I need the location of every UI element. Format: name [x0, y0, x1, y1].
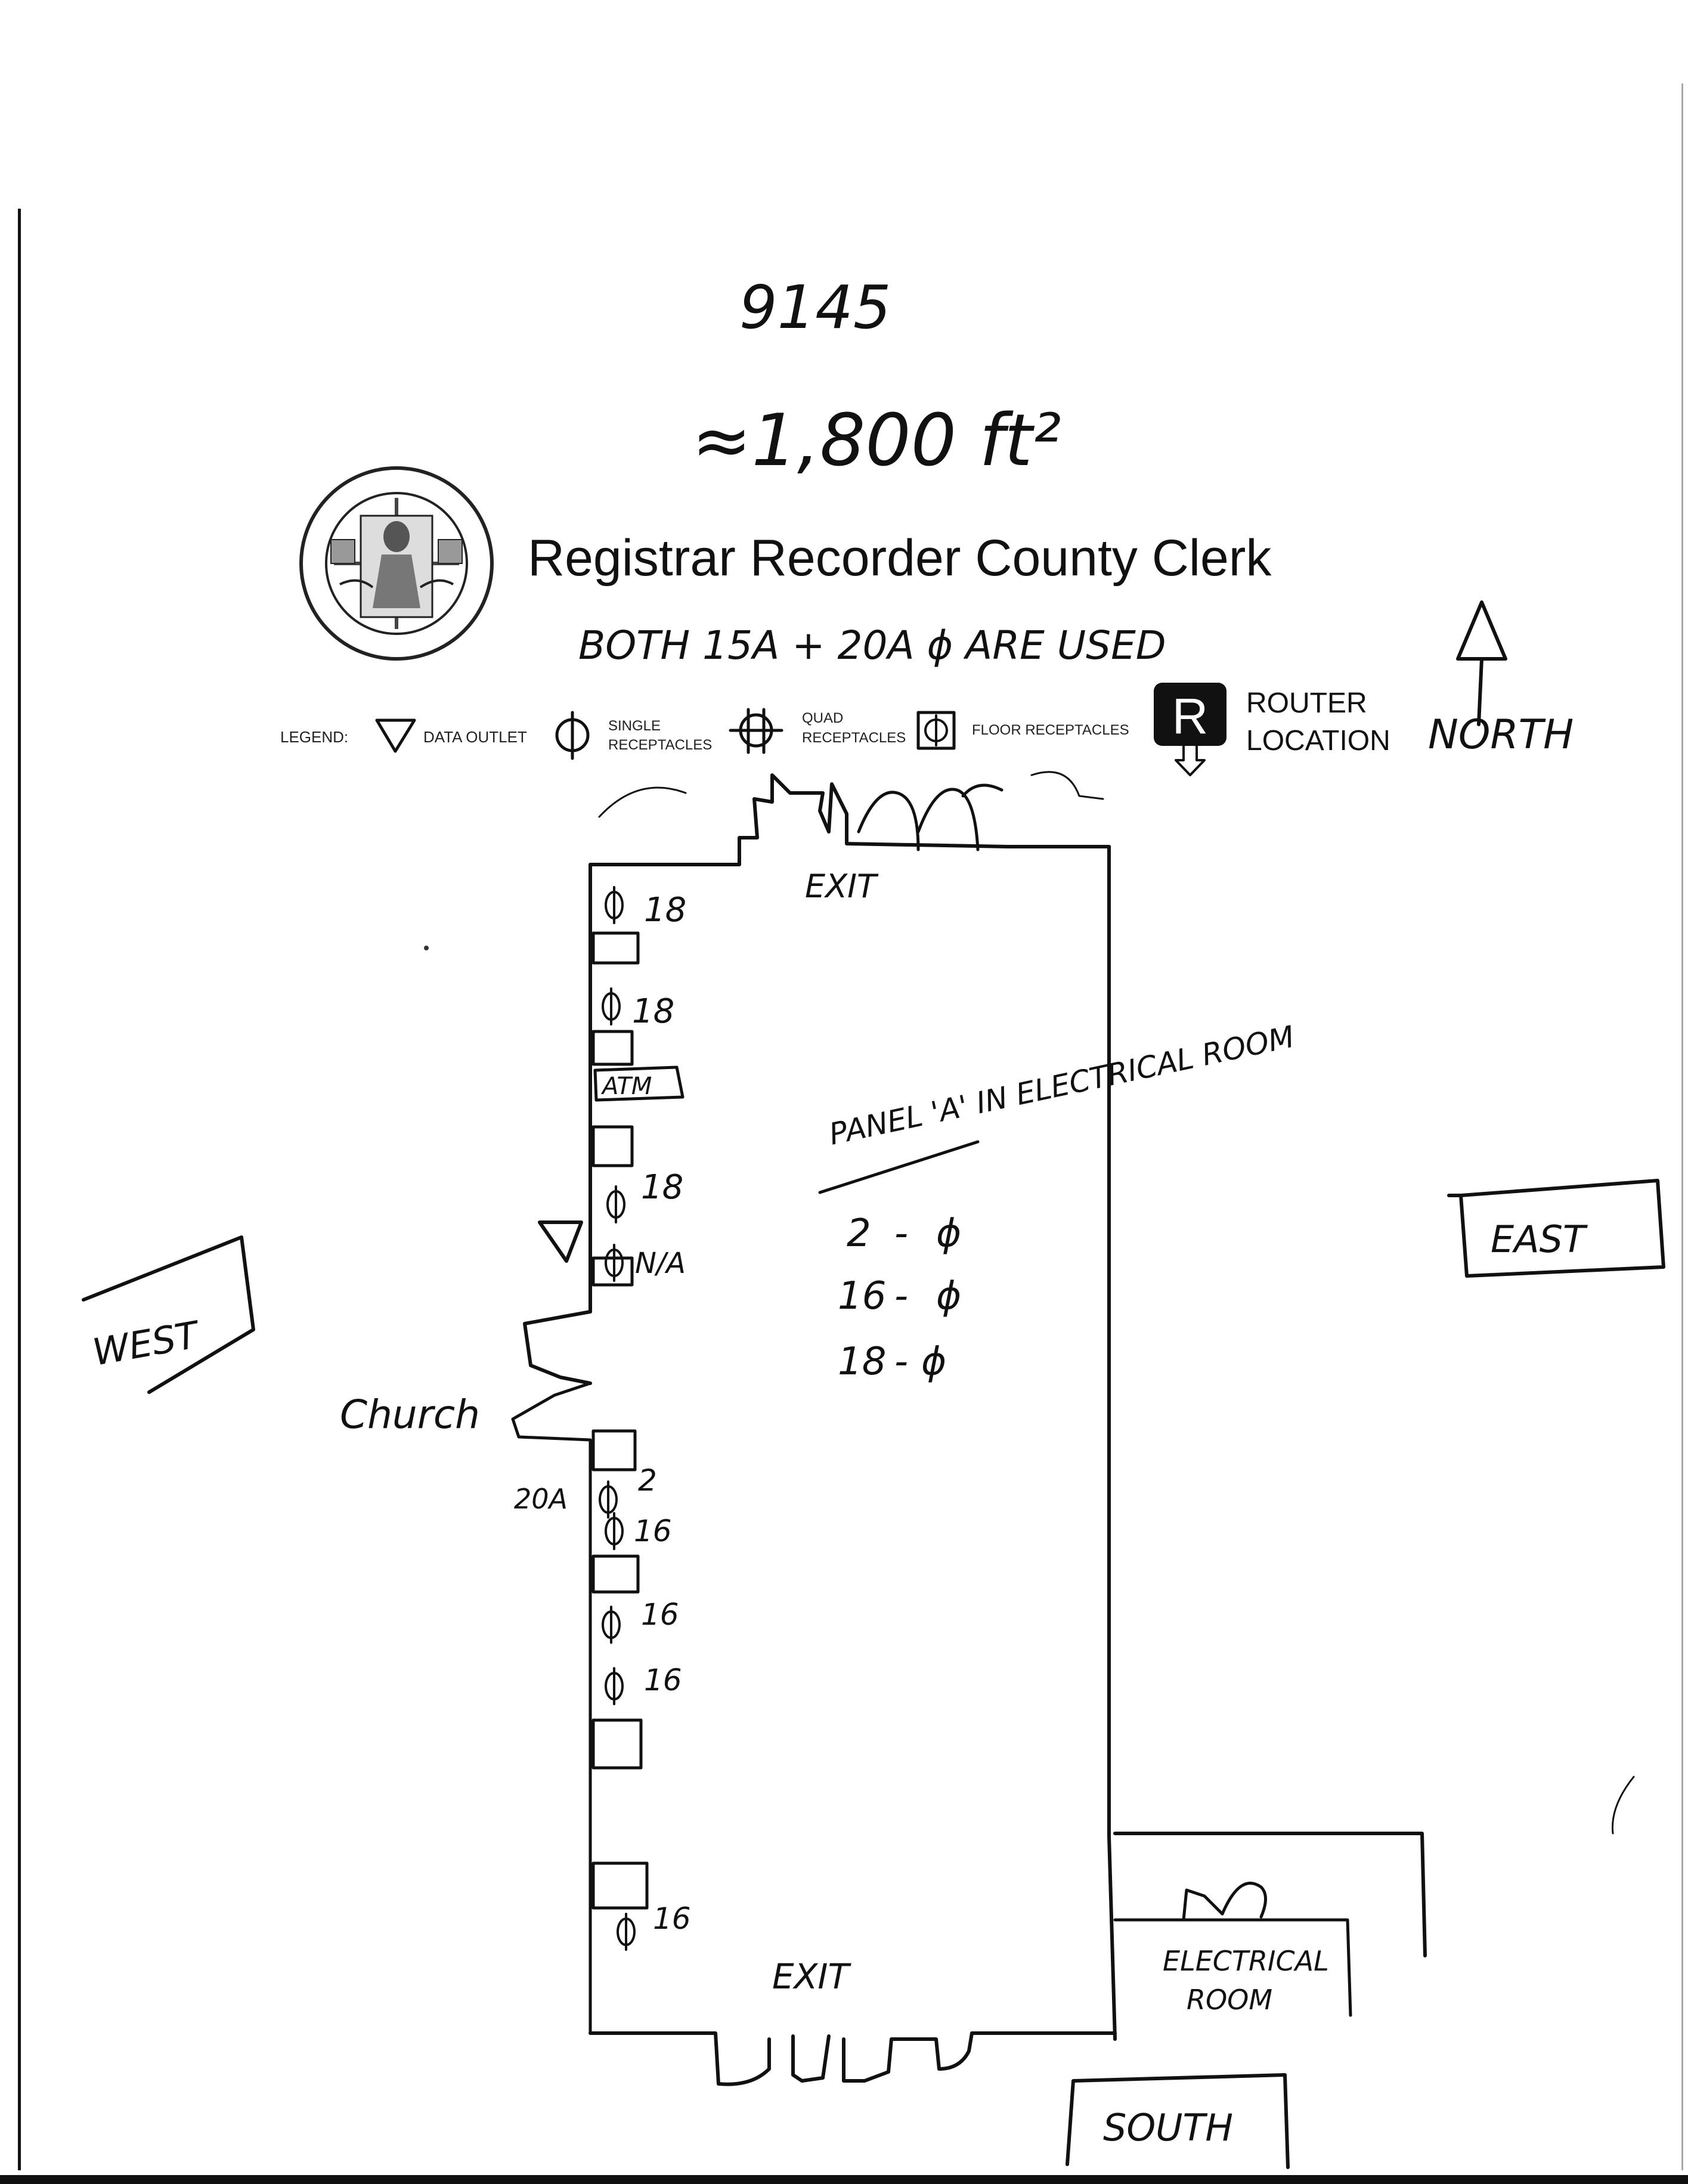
- panel-row-phase: ϕ: [936, 1212, 961, 1256]
- single-receptacle-icon: [617, 1913, 636, 1951]
- legend-router-label-2: LOCATION: [1246, 725, 1390, 757]
- single-receptacle-icon: [605, 1244, 624, 1282]
- scan-right-edge: [1681, 83, 1683, 2170]
- electrical-room-label-2: ROOM: [1187, 1984, 1272, 2016]
- legend: LEGEND: DATA OUTLET SINGLE RECEPTACLES Q…: [280, 683, 1390, 776]
- panel-row-dash: -: [894, 1340, 908, 1384]
- router-legend-icon: R: [1154, 683, 1226, 776]
- site-number: 9145: [739, 272, 891, 342]
- east-box: [1447, 1179, 1665, 1278]
- floor-receptacle-legend-icon: [916, 711, 956, 750]
- page-title: Registrar Recorder County Clerk: [528, 529, 1272, 587]
- panel-row-dash: -: [894, 1274, 908, 1318]
- single-receptacle-icon: [602, 987, 621, 1026]
- outlet-circuit-label: 16: [644, 1663, 682, 1697]
- legend-floor-label: FLOOR RECEPTACLES: [972, 722, 1129, 738]
- outlet-circuit-label: 2: [638, 1463, 657, 1498]
- scan-left-edge: [18, 209, 21, 2170]
- receptacle-symbols: [599, 886, 636, 1951]
- panel-row-phase: ϕ: [921, 1340, 946, 1384]
- atm-label: ATM: [600, 1073, 652, 1100]
- south-exit-label: EXIT: [772, 1956, 851, 1997]
- legend-data-outlet-label: DATA OUTLET: [423, 728, 527, 746]
- legend-single-label-1: SINGLE: [608, 718, 661, 734]
- scan-bottom-edge: [0, 2175, 1688, 2184]
- atm-box: [593, 1065, 685, 1102]
- county-seal: [299, 466, 494, 661]
- circuit-note: BOTH 15A + 20A ϕ ARE USED: [578, 622, 1166, 668]
- panel-row-circuit: 18: [838, 1340, 886, 1384]
- outlet-circuit-label: 18: [641, 1168, 683, 1207]
- east-label: EAST: [1491, 1218, 1588, 1261]
- legend-quad-label-2: RECEPTACLES: [802, 730, 906, 746]
- single-receptacle-icon: [605, 1512, 624, 1550]
- legend-quad-label-1: QUAD: [802, 710, 843, 726]
- single-receptacle-icon: [606, 1185, 625, 1223]
- panel-row-circuit: 2: [847, 1212, 871, 1256]
- legend-router-label-1: ROUTER: [1246, 687, 1367, 719]
- legend-single-label-2: RECEPTACLES: [608, 737, 712, 753]
- outlet-circuit-label: 18: [632, 992, 674, 1031]
- south-label: SOUTH: [1103, 2106, 1233, 2149]
- panel-title: PANEL 'A' IN ELECTRICAL ROOM: [826, 1020, 1297, 1152]
- single-receptacle-icon: [602, 1606, 621, 1644]
- breaker-20a-label: 20A: [514, 1483, 568, 1515]
- electrical-room-label-1: ELECTRICAL: [1163, 1945, 1329, 1977]
- outlet-circuit-label: N/A: [635, 1247, 686, 1280]
- panel-row-phase: ϕ: [936, 1274, 961, 1318]
- outlet-circuit-label: 16: [653, 1901, 691, 1936]
- church-label: Church: [340, 1392, 480, 1438]
- stray-mark: [1611, 1776, 1635, 1835]
- north-label: NORTH: [1428, 711, 1574, 758]
- west-wall-windows: [591, 931, 649, 1910]
- west-label: WEST: [89, 1312, 204, 1374]
- panel-row-dash: -: [894, 1212, 908, 1256]
- stray-dot: [424, 946, 429, 950]
- single-receptacle-icon: [605, 1667, 624, 1705]
- single-receptacle-legend-icon: [555, 711, 590, 760]
- legend-label: LEGEND:: [280, 728, 348, 746]
- quad-receptacle-legend-icon: [729, 708, 783, 754]
- single-receptacle-icon: [599, 1480, 618, 1519]
- panel-note: PANEL 'A' IN ELECTRICAL ROOM 2 - ϕ 16 - …: [818, 1020, 1297, 1384]
- north-arrow: [1456, 600, 1507, 726]
- router-glyph: R: [1172, 688, 1209, 744]
- area-note: ≈1,800 ft²: [692, 399, 1061, 482]
- data-outlet-icon: [538, 1220, 583, 1263]
- outlet-circuit-label: 16: [641, 1597, 679, 1632]
- building-outline: [511, 771, 1427, 2086]
- north-exit-label: EXIT: [805, 868, 879, 905]
- panel-row-circuit: 16: [838, 1274, 886, 1318]
- data-outlet-legend-icon: [375, 718, 416, 753]
- outlet-circuit-label: 18: [644, 891, 686, 930]
- single-receptacle-icon: [605, 886, 624, 924]
- south-box: [1066, 2073, 1290, 2169]
- outlet-circuit-label: 16: [634, 1514, 672, 1548]
- west-box: [82, 1235, 255, 1394]
